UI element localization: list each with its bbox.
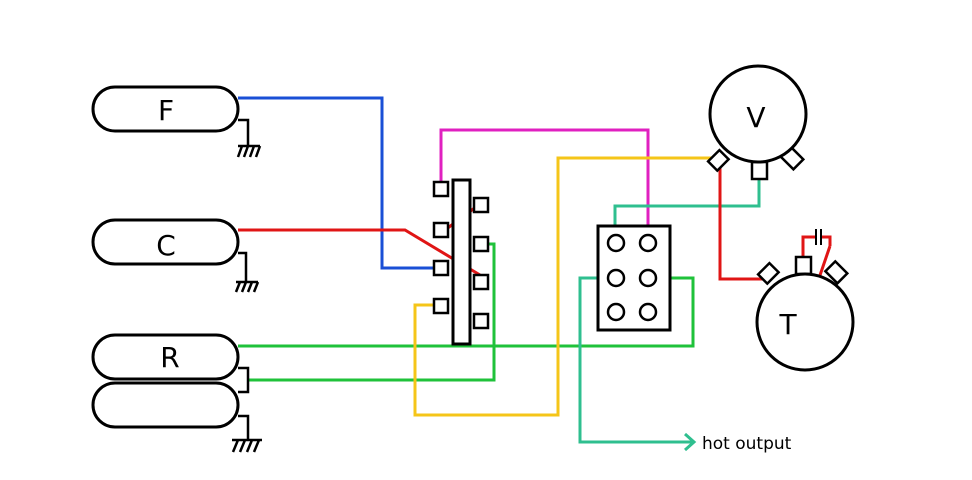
capacitor-icon (815, 229, 822, 245)
wire-red-cap-lead (801, 235, 816, 262)
tone-pot-label: T (778, 308, 797, 341)
pickup-center: C (91, 218, 240, 266)
wire-red-cap-lead-right (821, 235, 832, 246)
tone-pot: T (755, 255, 855, 372)
pickup-front: F (91, 85, 240, 133)
blade-switch (432, 178, 490, 346)
volume-pot: V (706, 64, 808, 181)
ground-icon (234, 280, 260, 293)
wire-teal-output (578, 276, 693, 444)
dpdt-switch (596, 224, 672, 332)
ground-icon (231, 438, 262, 453)
pickup-rear-label: R (160, 341, 179, 374)
pickup-center-label: C (156, 229, 176, 262)
ground-icon (236, 144, 262, 158)
output-arrow-icon (684, 432, 697, 452)
hot-output-label: hot output (702, 434, 792, 454)
wire-yellow-switch-to-volume (413, 156, 712, 417)
pickup-front-label: F (158, 94, 174, 127)
pickup-rear-humbucker: R (91, 333, 240, 429)
wire-red-volume-to-tone (718, 160, 768, 281)
grounds (231, 118, 262, 453)
volume-pot-label: V (746, 101, 765, 134)
wire-magenta-switch-to-switch (439, 128, 650, 243)
wire-blue-front-hot (238, 96, 438, 270)
